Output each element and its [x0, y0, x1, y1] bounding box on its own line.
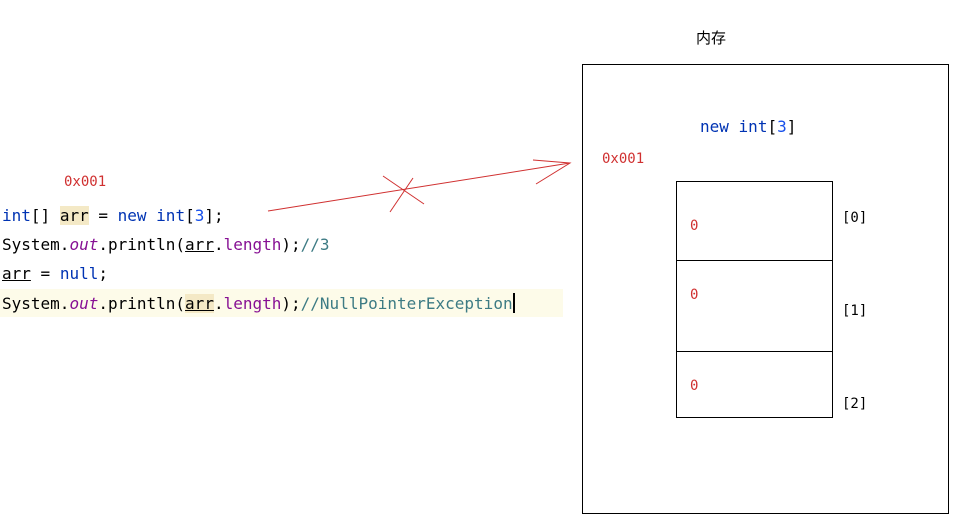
heap-int-type: int: [738, 117, 768, 136]
reference-arrow-head: [532, 159, 572, 185]
code-line-4-method: .println(: [98, 294, 186, 313]
code-line-4-dot: .: [213, 294, 224, 313]
code-line-1-size: 3: [194, 206, 205, 225]
text-caret: [512, 293, 515, 313]
array-cell-2-value: 0: [690, 378, 699, 394]
code-line-2-out: out: [69, 235, 99, 254]
code-line-2-field: length: [223, 235, 282, 254]
code-line-2-dot: .: [213, 235, 224, 254]
code-line-4-var: arr: [185, 294, 214, 313]
code-line-1-close: ];: [204, 206, 224, 225]
memory-title: 内存: [696, 29, 727, 47]
code-line-4-end: );: [281, 294, 301, 313]
memory-box: [582, 64, 949, 514]
code-line-1-open: [: [185, 206, 195, 225]
heap-expression: new int[3]: [700, 117, 796, 136]
heap-close-bracket: ]: [786, 117, 797, 136]
code-line-1[interactable]: int[] arr = new int[3];: [2, 206, 224, 226]
array-cell-2: 0: [676, 351, 833, 418]
code-line-4[interactable]: System.out.println(arr.length);//NullPoi…: [2, 293, 515, 314]
reference-arrow-line: [267, 162, 571, 212]
array-cell-0-value: 0: [690, 218, 699, 234]
code-line-3-assign: =: [30, 264, 60, 283]
code-line-1-brackets: []: [30, 206, 60, 225]
heap-address-label: 0x001: [602, 151, 645, 167]
code-line-4-comment: //NullPointerException: [300, 294, 513, 313]
array-index-2: [2]: [842, 396, 868, 412]
code-line-2-var: arr: [185, 235, 214, 254]
code-line-2-class: System.: [2, 235, 70, 254]
cross-mark-stroke-1: [382, 175, 425, 205]
code-line-1-new: new: [117, 206, 147, 225]
code-line-1-var: arr: [59, 206, 89, 225]
code-line-4-out: out: [69, 294, 99, 313]
code-line-2[interactable]: System.out.println(arr.length);//3: [2, 235, 330, 255]
heap-size: 3: [777, 117, 787, 136]
code-line-2-comment: //3: [300, 235, 330, 254]
code-line-1-assign: =: [88, 206, 118, 225]
cross-mark-stroke-2: [389, 177, 414, 213]
code-line-1-type2: int: [156, 206, 186, 225]
code-line-2-end: );: [281, 235, 301, 254]
code-line-4-field: length: [223, 294, 282, 313]
heap-new-keyword: new: [700, 117, 729, 136]
heap-open-bracket: [: [767, 117, 778, 136]
code-line-3-end: ;: [98, 264, 108, 283]
current-line-highlight: [0, 289, 563, 317]
array-index-1: [1]: [842, 303, 868, 319]
code-line-3-null: null: [59, 264, 99, 283]
code-line-4-class: System.: [2, 294, 70, 313]
code-line-3[interactable]: arr = null;: [2, 264, 108, 284]
code-line-2-method: .println(: [98, 235, 186, 254]
code-line-1-type: int: [2, 206, 31, 225]
array-index-0: [0]: [842, 210, 868, 226]
code-line-3-var: arr: [2, 264, 31, 283]
array-cell-1-value: 0: [690, 287, 699, 303]
code-address-label: 0x001: [64, 174, 107, 190]
